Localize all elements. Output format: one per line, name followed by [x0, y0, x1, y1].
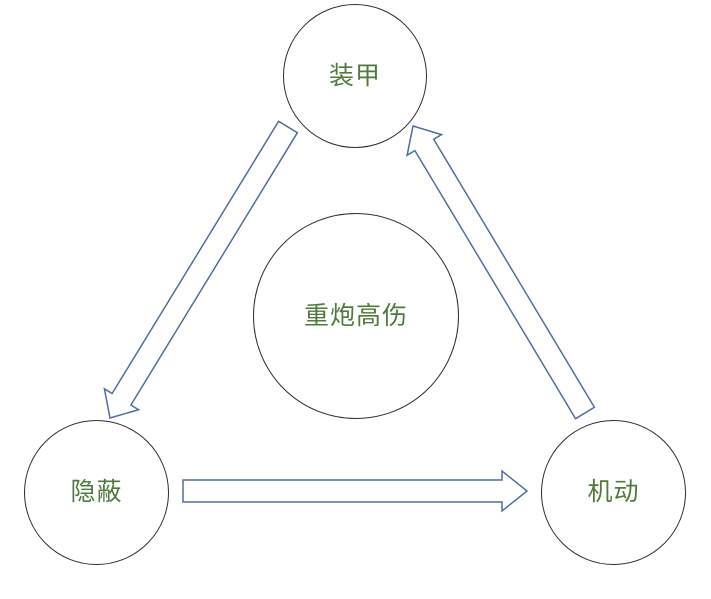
node-armor: 装甲 [283, 4, 427, 148]
arrow-armor-to-stealth [103, 120, 299, 419]
arrow-mobility-to-armor [406, 125, 596, 420]
node-armor-label: 装甲 [328, 61, 381, 90]
arrow-stealth-to-mobility [182, 469, 529, 513]
node-mobility-label: 机动 [587, 478, 640, 506]
node-stealth: 隐蔽 [24, 420, 169, 565]
node-mobility: 机动 [541, 420, 686, 565]
node-stealth-label: 隐蔽 [70, 478, 123, 506]
node-heavy-artillery: 重炮高伤 [253, 213, 459, 419]
node-heavy-artillery-label: 重炮高伤 [303, 301, 408, 330]
